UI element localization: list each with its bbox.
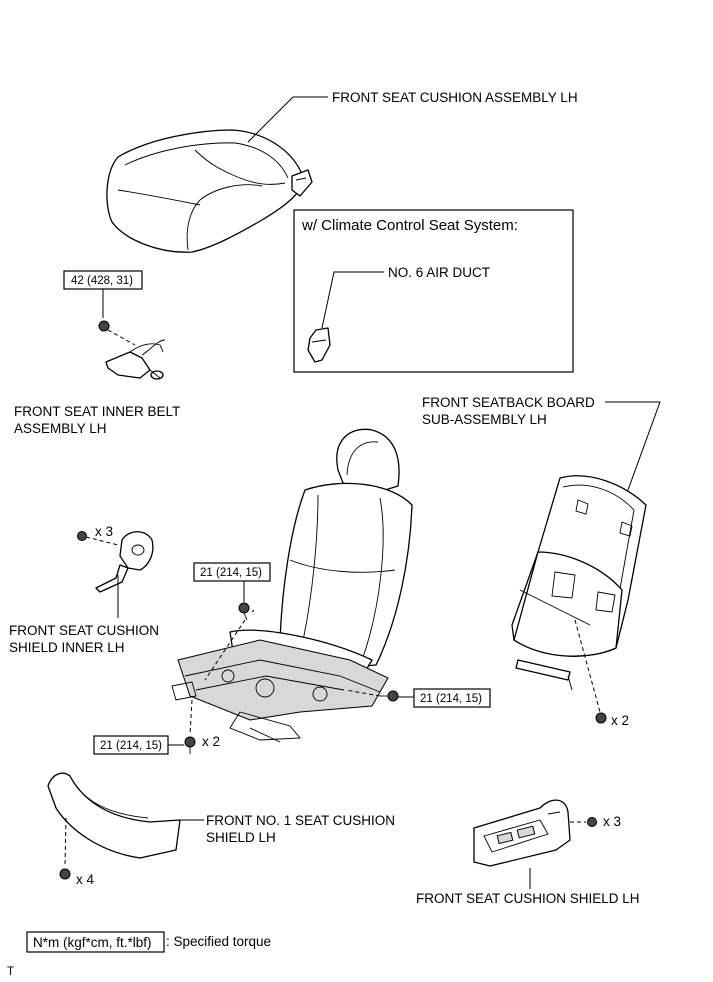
seat-rear-bolt-icon bbox=[184, 736, 196, 748]
torque-box-seat-right bbox=[413, 688, 491, 708]
seatback-clip-qty: x 2 bbox=[611, 713, 629, 728]
inner-belt-label-line1: FRONT SEAT INNER BELT bbox=[14, 404, 180, 419]
torque-box-seat-front bbox=[193, 562, 271, 582]
corner-mark: T bbox=[7, 966, 14, 978]
cushion-shield-label: FRONT SEAT CUSHION SHIELD LH bbox=[416, 891, 640, 906]
inner-belt-label-line2: ASSEMBLY LH bbox=[14, 421, 107, 436]
shield-inner-label-line1: FRONT SEAT CUSHION bbox=[9, 623, 159, 638]
cushion-shield-drawing bbox=[473, 799, 597, 867]
no1-shield-drawing bbox=[47, 772, 181, 880]
seatback-board-leader bbox=[605, 401, 661, 491]
air-duct-label: NO. 6 AIR DUCT bbox=[388, 265, 490, 280]
legend-text: : Specified torque bbox=[166, 934, 271, 949]
no1-shield-screw-qty: x 4 bbox=[76, 872, 95, 887]
legend-box bbox=[26, 931, 165, 953]
seatback-clip-icon bbox=[595, 712, 607, 724]
front-seat-cushion-assembly-label: FRONT SEAT CUSHION ASSEMBLY LH bbox=[332, 90, 578, 105]
torque-value-seat-right: 21 (214, 15) bbox=[420, 693, 482, 705]
front-seat-cushion-assembly-drawing bbox=[106, 129, 313, 253]
inner-belt-bolt-icon bbox=[98, 320, 110, 332]
climate-control-title: w/ Climate Control Seat System: bbox=[301, 217, 518, 234]
torque-value-seat-rear: 21 (214, 15) bbox=[100, 740, 162, 752]
torque-value-inner-belt: 42 (428, 31) bbox=[71, 275, 133, 287]
shield-inner-screw-icon bbox=[77, 531, 87, 541]
legend-unit: N*m (kgf*cm, ft.*lbf) bbox=[33, 935, 152, 950]
no1-shield-screw-icon bbox=[59, 868, 71, 880]
front-seat-drawing bbox=[171, 428, 413, 743]
climate-control-box bbox=[293, 209, 574, 373]
seatback-board-label-line1: FRONT SEATBACK BOARD bbox=[422, 395, 595, 410]
air-duct-leader bbox=[321, 271, 384, 329]
shield-inner-label-line2: SHIELD INNER LH bbox=[9, 640, 125, 655]
air-duct-drawing bbox=[307, 327, 331, 363]
shield-inner-screw-qty: x 3 bbox=[95, 524, 113, 539]
shield-inner-drawing bbox=[95, 531, 154, 618]
no1-shield-label-line2: SHIELD LH bbox=[206, 830, 276, 845]
cushion-assembly-leader bbox=[247, 96, 328, 143]
inner-belt-drawing bbox=[98, 320, 166, 380]
no1-shield-label-line1: FRONT NO. 1 SEAT CUSHION bbox=[206, 813, 395, 828]
seatback-board-drawing bbox=[511, 475, 647, 724]
seat-right-bolt-icon bbox=[387, 690, 399, 702]
seat-front-bolt-icon bbox=[238, 602, 250, 614]
torque-value-seat-front: 21 (214, 15) bbox=[200, 567, 262, 579]
cushion-shield-screw-qty: x 3 bbox=[603, 814, 621, 829]
seat-rear-bolt-qty: x 2 bbox=[202, 734, 220, 749]
seatback-board-label-line2: SUB-ASSEMBLY LH bbox=[422, 412, 547, 427]
cushion-shield-screw-icon bbox=[587, 817, 597, 827]
